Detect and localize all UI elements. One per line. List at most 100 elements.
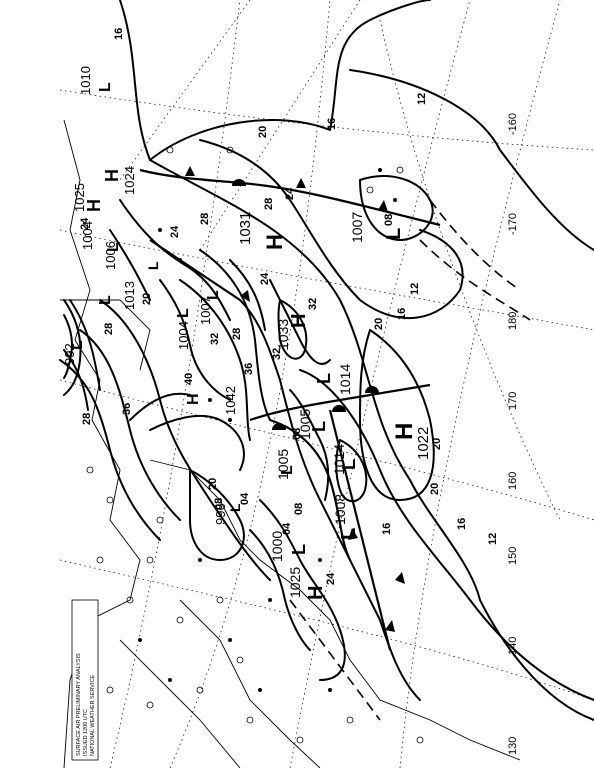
- longitude-labels: -160 -170 180 170 160 150 140 130: [507, 113, 519, 755]
- isobar-label: 24: [284, 187, 296, 200]
- pressure-center-letter: L: [338, 528, 360, 540]
- pressure-center-letter: L: [279, 465, 296, 475]
- pressure-center-letter: H: [102, 169, 122, 182]
- pressure-center-value: 1025: [287, 567, 303, 598]
- isobar-label: 36: [243, 363, 255, 375]
- pressure-center-letter: L: [69, 340, 86, 350]
- pressure-center-letter: H: [262, 234, 287, 250]
- pressure-center-letter: L: [314, 373, 334, 384]
- isobar-label: 40: [183, 373, 195, 385]
- coastlines: [60, 119, 521, 768]
- isobar-label: 16: [326, 118, 338, 130]
- pressure-center-value: 1006: [103, 241, 118, 270]
- pressure-center-letter: L: [309, 421, 329, 432]
- pressure-center-letter: L: [289, 544, 309, 555]
- pressure-center-value: 1031: [237, 212, 254, 245]
- isobar-label: 20: [429, 483, 441, 495]
- lon-label: 170: [507, 392, 519, 410]
- isobar-label: 28: [81, 413, 93, 425]
- pressure-centers: H 1022 H 1031 H 1033 H 1025 H 1024 H 102…: [62, 66, 432, 600]
- isobar-label: 12: [416, 93, 428, 105]
- pressure-center-letter: H: [305, 586, 327, 600]
- lon-label: -170: [507, 213, 519, 235]
- isobar-label: 24: [79, 217, 91, 230]
- pressure-center-value: 1005: [297, 409, 313, 440]
- stamp-line: SURFACE AIR PRELIMINARY ANALYSIS: [76, 653, 82, 756]
- isobar-label: 08: [291, 428, 303, 440]
- isobar-label: 24: [325, 572, 337, 585]
- pressure-center-letter: L: [175, 308, 192, 318]
- pressure-center-value: 1007: [198, 296, 213, 325]
- analysis-stamp: SURFACE AIR PRELIMINARY ANALYSIS ISSUED …: [71, 599, 99, 761]
- isobar-label: 28: [231, 328, 243, 340]
- isobar-label: 36: [121, 403, 133, 415]
- pressure-center-value: 1033: [275, 319, 291, 350]
- isobar-label: 12: [409, 283, 421, 295]
- pressure-center-letter: L: [145, 261, 161, 270]
- isobar-label: 20: [257, 126, 269, 138]
- pressure-center-letter: L: [97, 295, 114, 305]
- pressure-center-letter: L: [227, 503, 243, 512]
- pressure-center-letter: H: [288, 314, 310, 328]
- pressure-center-letter: H: [185, 393, 202, 405]
- pressure-center-value: 1005: [275, 449, 291, 480]
- pressure-center-value: 1025: [72, 183, 87, 212]
- lon-label: 160: [507, 472, 519, 490]
- isobar-label: 16: [381, 523, 393, 535]
- isobar-label: 28: [199, 213, 211, 225]
- pressure-center-value: 1000: [269, 531, 285, 562]
- lon-label: 140: [507, 637, 519, 655]
- isobar-label: 20: [141, 293, 153, 305]
- isobar-label: 20: [373, 318, 385, 330]
- pressure-center-value: 996: [213, 503, 228, 525]
- pressure-center-value: 1004: [176, 321, 191, 350]
- isobar-label: 32: [209, 333, 221, 345]
- isobar-label: 28: [103, 323, 115, 335]
- isobar-label: 08: [213, 498, 225, 510]
- isobar-label: 24: [169, 225, 181, 238]
- isobar-label: 32: [307, 298, 319, 310]
- pressure-center-letter: H: [84, 199, 104, 212]
- pressure-center-value: 1014: [337, 364, 353, 395]
- pressure-center-letter: L: [97, 82, 114, 92]
- isobar-label: 12: [487, 533, 499, 545]
- isobar-label: 24: [259, 272, 271, 285]
- lon-label: 180: [507, 312, 519, 330]
- pressure-center-value: 1022: [415, 427, 432, 460]
- pressure-center-letter: L: [339, 459, 359, 470]
- lon-label: -160: [507, 113, 519, 135]
- pressure-center-value: 1042: [223, 386, 238, 415]
- pressure-center-value: 1004: [80, 221, 95, 250]
- pressure-center-value: 1024: [122, 166, 137, 195]
- lon-label: 150: [507, 547, 519, 565]
- isobar-labels: 12 12 12 16 16 16 16 16 20 20 20 20 20 2…: [79, 28, 499, 585]
- lon-label: 130: [507, 737, 519, 755]
- pressure-center-letter: H: [391, 423, 418, 440]
- isobar-label: 04: [239, 492, 251, 505]
- pressure-center-value: 1010: [78, 66, 93, 95]
- isobar-label: 20: [207, 478, 219, 490]
- pressure-center-letter: L: [205, 290, 222, 300]
- isobar-label: 16: [456, 518, 468, 530]
- isobar-label: 16: [396, 308, 408, 320]
- isobar-label: 08: [293, 503, 305, 515]
- stamp-line: NATIONAL WEATHER SERVICE: [90, 675, 96, 756]
- isobar-label: 20: [431, 438, 443, 450]
- isobar-label: 28: [263, 198, 275, 210]
- isobars: [59, 0, 594, 721]
- pressure-center-value: 992: [62, 343, 77, 365]
- pressure-center-value: 1014: [331, 444, 347, 475]
- isobar-label: 32: [271, 348, 283, 360]
- isobar-label: 16: [113, 28, 125, 40]
- pressure-center-value: 1013: [122, 281, 137, 310]
- pressure-center-value: 1007: [349, 212, 365, 243]
- pressure-center-value: 1008: [332, 494, 348, 525]
- isobar-label: 08: [383, 214, 395, 226]
- pressure-center-letter: L: [105, 242, 122, 252]
- fronts: [139, 166, 531, 721]
- station-plots: [86, 146, 424, 744]
- isobar-label: 04: [281, 522, 293, 535]
- stamp-line: ISSUED 1200 UTC: [83, 709, 89, 756]
- pressure-center-letter: L: [383, 228, 405, 240]
